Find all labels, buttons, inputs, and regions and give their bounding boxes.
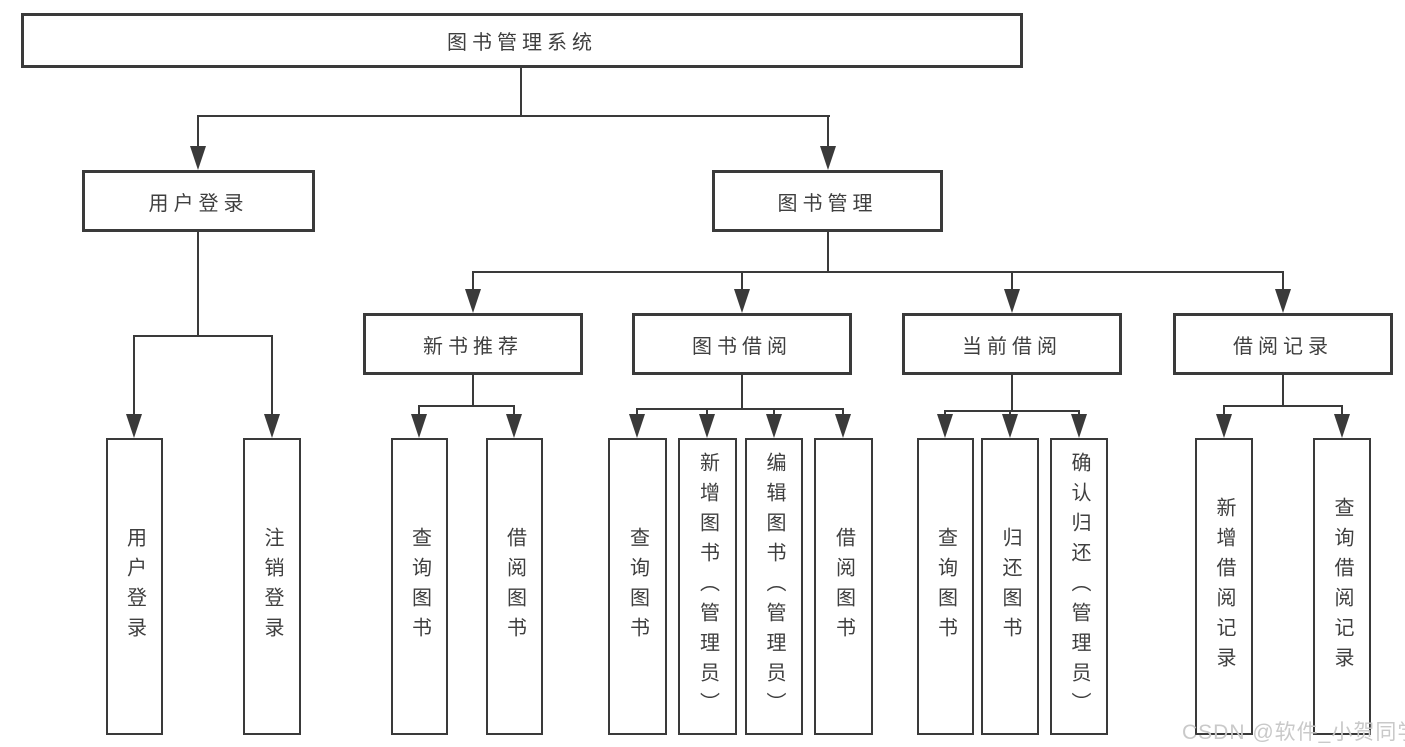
arrowhead-down-icon bbox=[937, 414, 953, 438]
node-book-borrow: 图书借阅 bbox=[632, 313, 852, 375]
arrowhead-down-icon bbox=[190, 146, 206, 170]
arrowhead-down-icon bbox=[734, 289, 750, 313]
connector-hline bbox=[636, 408, 844, 410]
connector-vline bbox=[197, 232, 199, 337]
node-label: 当前借阅 bbox=[962, 335, 1062, 358]
arrowhead-down-icon bbox=[1275, 289, 1291, 313]
connector-vline bbox=[827, 232, 829, 273]
connector-vline bbox=[197, 115, 199, 149]
leaf-label: 查询图书 bbox=[408, 526, 431, 647]
node-library-management-system: 图书管理系统 bbox=[21, 13, 1023, 68]
leaf-add-book-admin: 新增图书（管理员） bbox=[678, 438, 737, 735]
leaf-label: 用户登录 bbox=[123, 526, 146, 647]
leaf-label: 注销登录 bbox=[261, 526, 283, 647]
connector-vline bbox=[1282, 375, 1284, 407]
connector-vline bbox=[636, 408, 638, 418]
arrowhead-down-icon bbox=[1004, 289, 1020, 313]
connector-vline bbox=[513, 405, 515, 418]
leaf-query-borrow-record: 查询借阅记录 bbox=[1313, 438, 1371, 735]
leaf-label: 借阅图书 bbox=[832, 526, 855, 647]
arrowhead-down-icon bbox=[629, 414, 645, 438]
arrowhead-down-icon bbox=[1071, 414, 1087, 438]
connector-vline bbox=[133, 335, 135, 418]
leaf-label: 查询借阅记录 bbox=[1331, 496, 1353, 677]
arrowhead-down-icon bbox=[835, 414, 851, 438]
leaf-query-books-recommend: 查询图书 bbox=[391, 438, 448, 735]
connector-hline bbox=[472, 271, 1284, 273]
leaf-query-books-borrow: 查询图书 bbox=[608, 438, 667, 735]
leaf-logout: 注销登录 bbox=[243, 438, 301, 735]
connector-hline bbox=[133, 335, 273, 337]
connector-hline bbox=[1223, 405, 1343, 407]
connector-vline bbox=[741, 271, 743, 291]
arrowhead-down-icon bbox=[1216, 414, 1232, 438]
node-label: 图书管理 bbox=[777, 192, 878, 215]
node-label: 图书管理系统 bbox=[447, 32, 597, 54]
leaf-label: 新增图书（管理员） bbox=[696, 451, 719, 722]
connector-vline bbox=[842, 408, 844, 418]
node-book-management: 图书管理 bbox=[712, 170, 943, 232]
node-label: 借阅记录 bbox=[1233, 335, 1333, 358]
leaf-label: 确认归还（管理员） bbox=[1068, 451, 1090, 722]
arrowhead-down-icon bbox=[465, 289, 481, 313]
node-current-borrow: 当前借阅 bbox=[902, 313, 1122, 375]
connector-hline bbox=[418, 405, 515, 407]
leaf-label: 查询图书 bbox=[934, 526, 957, 647]
node-user-login: 用户登录 bbox=[82, 170, 315, 232]
csdn-watermark: CSDN @软件_小贺同学 bbox=[1182, 721, 1405, 744]
connector-hline bbox=[197, 115, 830, 117]
arrowhead-down-icon bbox=[506, 414, 522, 438]
leaf-add-borrow-record: 新增借阅记录 bbox=[1195, 438, 1253, 735]
arrowhead-down-icon bbox=[766, 414, 782, 438]
connector-vline bbox=[1011, 375, 1013, 412]
leaf-edit-book-admin: 编辑图书（管理员） bbox=[745, 438, 803, 735]
leaf-label: 归还图书 bbox=[999, 526, 1021, 647]
connector-vline bbox=[1282, 271, 1284, 291]
connector-vline bbox=[1341, 405, 1343, 418]
leaf-label: 借阅图书 bbox=[503, 526, 526, 647]
arrowhead-down-icon bbox=[1002, 414, 1018, 438]
arrowhead-down-icon bbox=[411, 414, 427, 438]
arrowhead-down-icon bbox=[1334, 414, 1350, 438]
connector-vline bbox=[827, 115, 829, 149]
leaf-borrow-books-recommend: 借阅图书 bbox=[486, 438, 543, 735]
leaf-borrow-books: 借阅图书 bbox=[814, 438, 873, 735]
node-label: 用户登录 bbox=[148, 192, 249, 215]
connector-vline bbox=[520, 68, 522, 117]
connector-vline bbox=[472, 375, 474, 407]
leaf-confirm-return-admin: 确认归还（管理员） bbox=[1050, 438, 1108, 735]
node-new-book-recommend: 新书推荐 bbox=[363, 313, 583, 375]
connector-vline bbox=[741, 375, 743, 410]
node-label: 新书推荐 bbox=[423, 335, 523, 358]
connector-hline bbox=[944, 410, 1080, 412]
leaf-query-books-current: 查询图书 bbox=[917, 438, 974, 735]
arrowhead-down-icon bbox=[699, 414, 715, 438]
connector-vline bbox=[706, 408, 708, 418]
node-borrow-records: 借阅记录 bbox=[1173, 313, 1393, 375]
leaf-label: 查询图书 bbox=[626, 526, 649, 647]
connector-vline bbox=[418, 405, 420, 418]
connector-vline bbox=[773, 408, 775, 418]
leaf-user-login: 用户登录 bbox=[106, 438, 163, 735]
arrowhead-down-icon bbox=[820, 146, 836, 170]
connector-vline bbox=[1011, 271, 1013, 291]
arrowhead-down-icon bbox=[126, 414, 142, 438]
node-label: 图书借阅 bbox=[692, 335, 792, 358]
connector-vline bbox=[1223, 405, 1225, 418]
connector-vline bbox=[271, 335, 273, 418]
connector-vline bbox=[472, 271, 474, 291]
leaf-label: 新增借阅记录 bbox=[1213, 496, 1235, 677]
leaf-return-book: 归还图书 bbox=[981, 438, 1039, 735]
leaf-label: 编辑图书（管理员） bbox=[763, 451, 785, 722]
arrowhead-down-icon bbox=[264, 414, 280, 438]
